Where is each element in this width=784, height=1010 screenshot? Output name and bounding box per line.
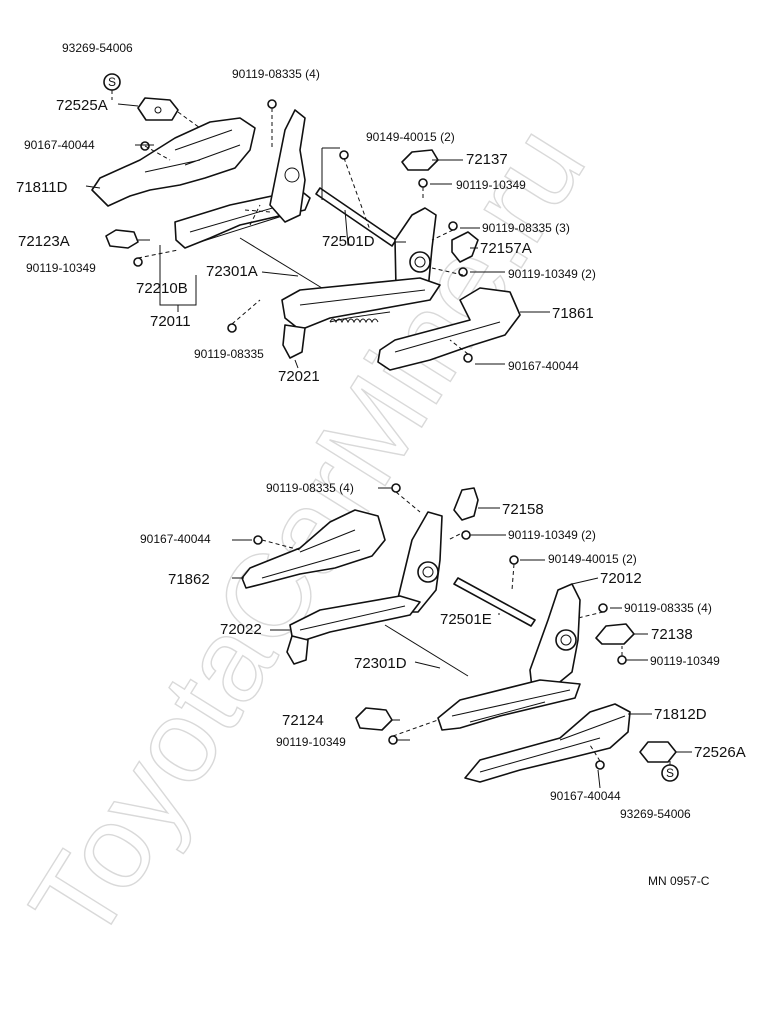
label-72021: 72021 [278, 368, 320, 385]
bolt-90167-40044-right [463, 353, 473, 363]
recliner-bracket-top-left [269, 109, 306, 223]
rod-72501d [315, 187, 397, 247]
track-72021 [281, 277, 441, 331]
label-90119-10349-bot-left: 90119-10349 [276, 735, 346, 749]
label-90119-08335-top4: 90119-08335 (4) [232, 67, 320, 81]
label-71861: 71861 [552, 305, 594, 322]
label-72501e: 72501E [440, 611, 492, 628]
label-90119-10349-top: 90119-10349 [456, 178, 526, 192]
label-90149-40015-top2: 90149-40015 (2) [366, 130, 455, 144]
knob-72124 [355, 707, 393, 731]
label-90119-08335-top3: 90119-08335 (3) [482, 221, 570, 235]
label-90119-08335-bot4: 90119-08335 (4) [266, 481, 354, 495]
label-71811d: 71811D [16, 179, 68, 196]
drawing-code: MN 0957-C [648, 874, 710, 888]
spring-top [329, 318, 379, 324]
cover-71812d [464, 703, 631, 783]
s-mark-bottom-text: S [666, 766, 674, 780]
bolt-90119-08335-top3 [448, 221, 458, 231]
cap-72157a [451, 231, 479, 263]
label-93269-54006-bot: 93269-54006 [620, 807, 691, 821]
label-90119-10349-top2: 90119-10349 (2) [508, 267, 596, 281]
bolt-90119-08335-top [267, 99, 277, 109]
bolt-90167-40044-bot-left [253, 535, 263, 545]
track-bottom-right [437, 679, 581, 731]
label-93269-54006-top: 93269-54006 [62, 41, 133, 55]
s-mark-top-text: S [108, 75, 116, 89]
label-72526a: 72526A [694, 744, 746, 761]
label-72012: 72012 [600, 570, 642, 587]
bolt-90149-40015-top [339, 150, 349, 160]
bolt-90119-10349-left [133, 257, 143, 267]
cover-71861 [377, 287, 521, 371]
bottom-assembly: S [232, 483, 692, 789]
rod-72501e [453, 577, 536, 627]
label-90119-10349-bot2: 90119-10349 (2) [508, 528, 596, 542]
label-72301d: 72301D [354, 655, 407, 672]
bolt-90119-10349-top [418, 178, 428, 188]
label-90119-10349-bot: 90119-10349 [650, 654, 720, 668]
label-72301a: 72301A [206, 263, 258, 280]
bolt-90119-08335-bot4 [391, 483, 401, 493]
cap-72526a [639, 741, 677, 763]
label-72158: 72158 [502, 501, 544, 518]
bolt-90119-08335-single [227, 323, 237, 333]
label-72123a: 72123A [18, 233, 70, 250]
cap-72525a [137, 97, 179, 121]
label-72157a: 72157A [480, 240, 532, 257]
bolt-90149-40015-bot2 [509, 555, 519, 565]
cover-71862 [241, 509, 386, 589]
top-assembly: S [85, 73, 550, 371]
label-71862: 71862 [168, 571, 210, 588]
bolt-90119-10349-bot-left [388, 735, 398, 745]
label-72124: 72124 [282, 712, 324, 729]
cover-71811d [91, 117, 256, 207]
label-71812d: 71812D [654, 706, 707, 723]
wire-72301d [384, 624, 469, 677]
label-90119-08335-bot4b: 90119-08335 (4) [624, 601, 712, 615]
cap-72158 [453, 487, 479, 521]
label-90167-40044-top-right: 90167-40044 [508, 359, 579, 373]
bolt-90119-08335-bot4b [598, 603, 608, 613]
label-72137: 72137 [466, 151, 508, 168]
label-72525a: 72525A [56, 97, 108, 114]
knob-72123a [105, 229, 139, 249]
label-72022: 72022 [220, 621, 262, 638]
label-72011: 72011 [150, 313, 191, 330]
bolt-90167-40044-bot [595, 760, 605, 770]
label-72210b: 72210B [136, 280, 188, 297]
label-72501d: 72501D [322, 233, 375, 250]
bolt-90119-10349-top2 [458, 267, 468, 277]
label-72138: 72138 [651, 626, 693, 643]
cap-72138 [595, 623, 635, 645]
wire-72301a [239, 237, 323, 289]
label-90119-10349-left: 90119-10349 [26, 261, 96, 275]
label-90167-40044-bot-left: 90167-40044 [140, 532, 211, 546]
label-90167-40044-bot: 90167-40044 [550, 789, 621, 803]
bolt-90119-10349-bot [617, 655, 627, 665]
label-90149-40015-bot2: 90149-40015 (2) [548, 552, 637, 566]
bracket-72022-lower [286, 635, 309, 665]
label-90167-40044-top: 90167-40044 [24, 138, 95, 152]
bracket-72021-lower [282, 324, 306, 359]
label-90119-08335-single: 90119-08335 [194, 347, 264, 361]
